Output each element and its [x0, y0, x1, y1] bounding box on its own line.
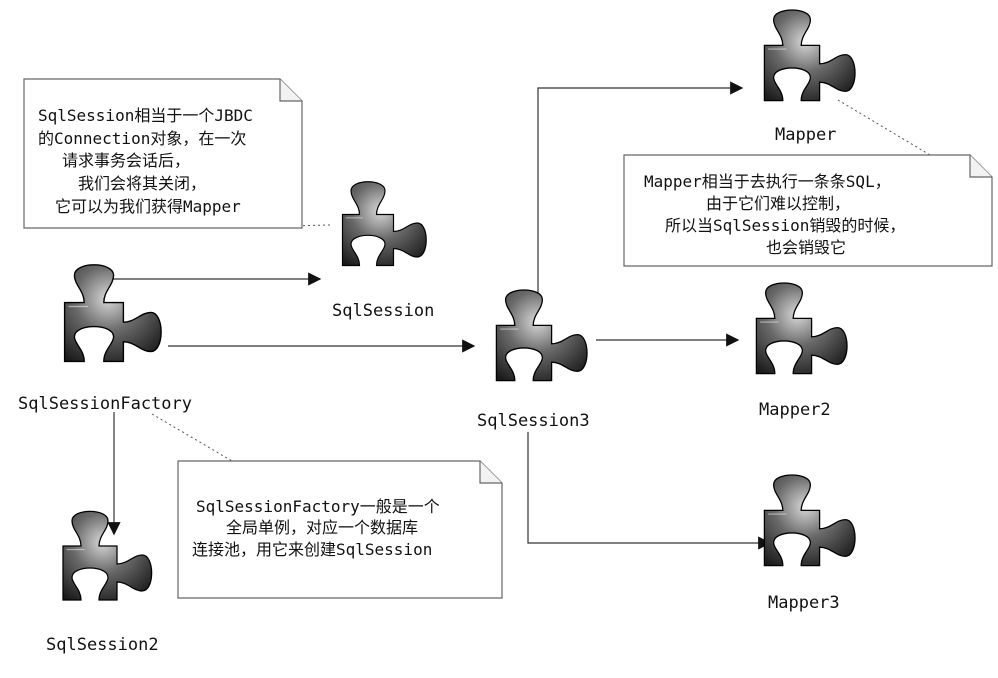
puzzle-piece-icon [763, 474, 856, 567]
node-session2: SqlSession2 [46, 510, 159, 655]
node-mapper-label: Mapper [775, 125, 836, 145]
node-mapper2: Mapper2 [755, 282, 848, 420]
note-session-line-3: 请求事务会话后， [62, 151, 190, 170]
anchor-mapper-note [837, 99, 931, 156]
note-factory-line-2: 全局单例，对应一个数据库 [226, 518, 418, 537]
node-mapper2-label: Mapper2 [759, 400, 831, 420]
node-session: SqlSession [332, 181, 434, 321]
note-session-line-5: 它可以为我们获得Mapper [55, 197, 241, 216]
puzzle-piece-icon [341, 181, 427, 267]
note-factory: SqlSessionFactory一般是一个 全局单例，对应一个数据库 连接池，… [177, 460, 503, 599]
note-mapper-line-2: 由于它们难以控制， [706, 194, 850, 213]
puzzle-piece-icon [755, 282, 848, 375]
note-session: SqlSession相当于一个JBDC 的Connection对象，在一次 请求… [23, 78, 303, 229]
node-factory-label: SqlSessionFactory [18, 394, 192, 414]
connectors [98, 81, 772, 550]
note-mapper-line-3: 所以当SqlSession销毁的时候， [665, 216, 905, 235]
anchor-factory-note [151, 413, 233, 462]
node-mapper: Mapper [763, 9, 856, 145]
node-session3-label: SqlSession3 [477, 411, 590, 431]
note-session-line-2: 的Connection对象，在一次 [38, 129, 246, 148]
puzzle-piece-icon [62, 510, 153, 601]
edge-session3-to-mapper [537, 81, 744, 298]
note-mapper-line-4: 也会销毁它 [766, 238, 846, 257]
node-session2-label: SqlSession2 [46, 635, 159, 655]
node-factory: SqlSessionFactory [18, 264, 192, 414]
puzzle-piece-icon [763, 9, 856, 102]
node-mapper3-label: Mapper3 [768, 593, 840, 613]
note-factory-line-1: SqlSessionFactory一般是一个 [196, 497, 440, 516]
edge-session3-to-mapper3 [527, 432, 772, 550]
node-session-label: SqlSession [332, 301, 434, 321]
note-mapper: Mapper相当于去执行一条条SQL， 由于它们难以控制， 所以当SqlSess… [623, 154, 993, 267]
note-session-line-4: 我们会将其关闭， [78, 174, 206, 193]
note-mapper-line-1: Mapper相当于去执行一条条SQL， [644, 172, 891, 191]
node-mapper3: Mapper3 [763, 474, 856, 613]
node-session3: SqlSession3 [477, 289, 590, 431]
puzzle-piece-icon [495, 289, 588, 382]
note-session-line-1: SqlSession相当于一个JBDC [38, 106, 253, 125]
note-factory-line-3: 连接池，用它来创建SqlSession [192, 540, 432, 559]
